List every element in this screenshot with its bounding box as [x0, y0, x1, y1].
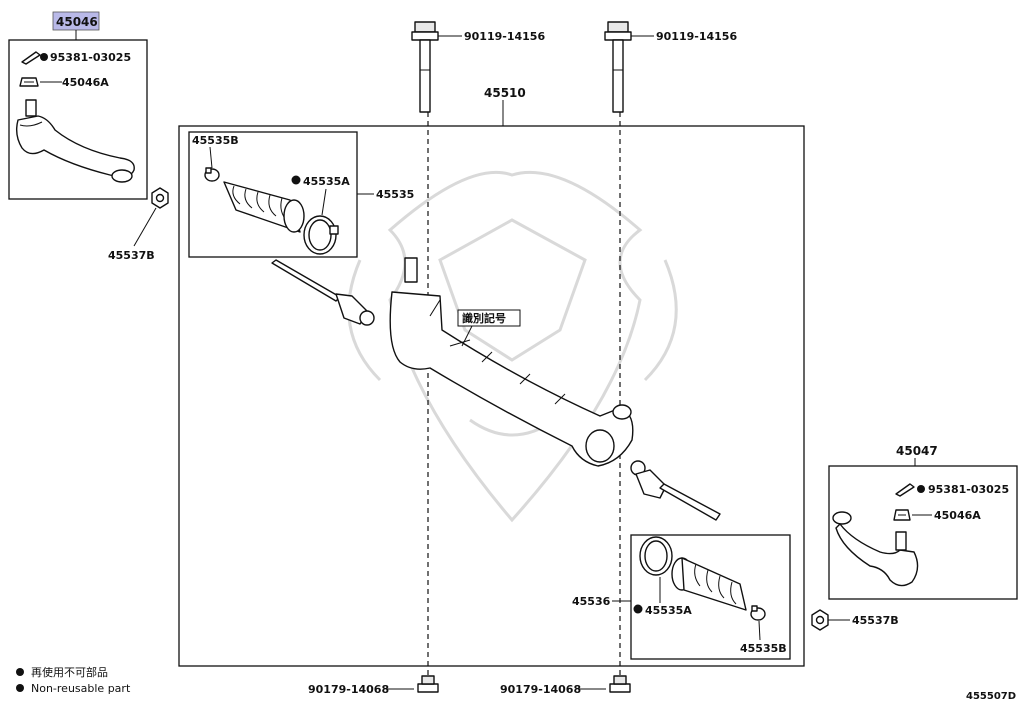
flange-nut-bottom-right-icon [609, 675, 631, 693]
bolt-top-right-icon [604, 21, 632, 113]
boot-set-right-box [630, 534, 791, 660]
legend-dot-jp [16, 668, 24, 676]
boot-set-left-label[interactable]: 45535 [376, 188, 414, 201]
boot-top-icon [223, 181, 305, 233]
cotter-pin-left-icon [21, 51, 48, 65]
assy-left-box [8, 39, 148, 200]
id-mark-label[interactable]: 識別記号 [462, 311, 506, 325]
boot-clamp-bottom-label[interactable]: 45535B [740, 642, 787, 655]
assy-right-box [828, 465, 1018, 600]
bolt-top-left-icon [411, 21, 439, 113]
bolt-top-left-label[interactable]: 90119-14156 [464, 30, 545, 43]
nut-bottom-left-label[interactable]: 90179-14068 [308, 683, 389, 696]
cotter-pin-right-icon [895, 483, 925, 497]
boot-clip-top-icon [303, 215, 339, 255]
legend-en: Non-reusable part [31, 682, 131, 695]
nut-45537b-left-icon [151, 187, 169, 209]
cotter-right-label[interactable]: 95381-03025 [928, 483, 1009, 496]
nut-left-icon [19, 77, 39, 87]
non-reusable-dot-bottom [633, 604, 643, 614]
nut-right-icon [893, 509, 911, 521]
boot-clamp-bottom-icon [750, 605, 766, 621]
nut-bottom-right-label[interactable]: 90179-14068 [500, 683, 581, 696]
boot-clamp-top-icon [204, 167, 220, 182]
nut-37b-right-label[interactable]: 45537B [852, 614, 899, 627]
non-reusable-dot-top [291, 175, 301, 185]
figure-code: 455507D [966, 691, 1016, 702]
boot-bottom-icon [671, 557, 747, 611]
nut-left-label[interactable]: 45046A [62, 76, 109, 89]
flange-nut-bottom-left-icon [417, 675, 439, 693]
assy-right-label[interactable]: 45047 [896, 444, 938, 458]
assy-left-label[interactable]: 45046 [56, 15, 98, 29]
id-mark-box [457, 309, 521, 327]
tie-rod-end-right-icon [832, 511, 919, 587]
rack-housing-icon [389, 257, 634, 467]
legend-jp: 再使用不可部品 [31, 665, 108, 679]
boot-clip-bottom-icon [639, 536, 673, 576]
gear-assy-label[interactable]: 45510 [484, 86, 526, 100]
nut-right-label[interactable]: 45046A [934, 509, 981, 522]
boot-clip-top-label[interactable]: 45535A [303, 175, 350, 188]
bolt-top-right-label[interactable]: 90119-14156 [656, 30, 737, 43]
tie-rod-right-icon [630, 460, 721, 521]
cotter-left-label[interactable]: 95381-03025 [50, 51, 131, 64]
tie-rod-end-left-icon [15, 99, 135, 183]
boot-clip-bottom-label[interactable]: 45535A [645, 604, 692, 617]
boot-set-right-label[interactable]: 45536 [572, 595, 611, 608]
tie-rod-left-icon [271, 259, 375, 326]
nut-37b-left-label[interactable]: 45537B [108, 249, 155, 262]
boot-clamp-top-label[interactable]: 45535B [192, 134, 239, 147]
gear-assy-box [178, 125, 805, 667]
nut-45537b-right-icon [811, 609, 829, 631]
legend-dot-en [16, 684, 24, 692]
